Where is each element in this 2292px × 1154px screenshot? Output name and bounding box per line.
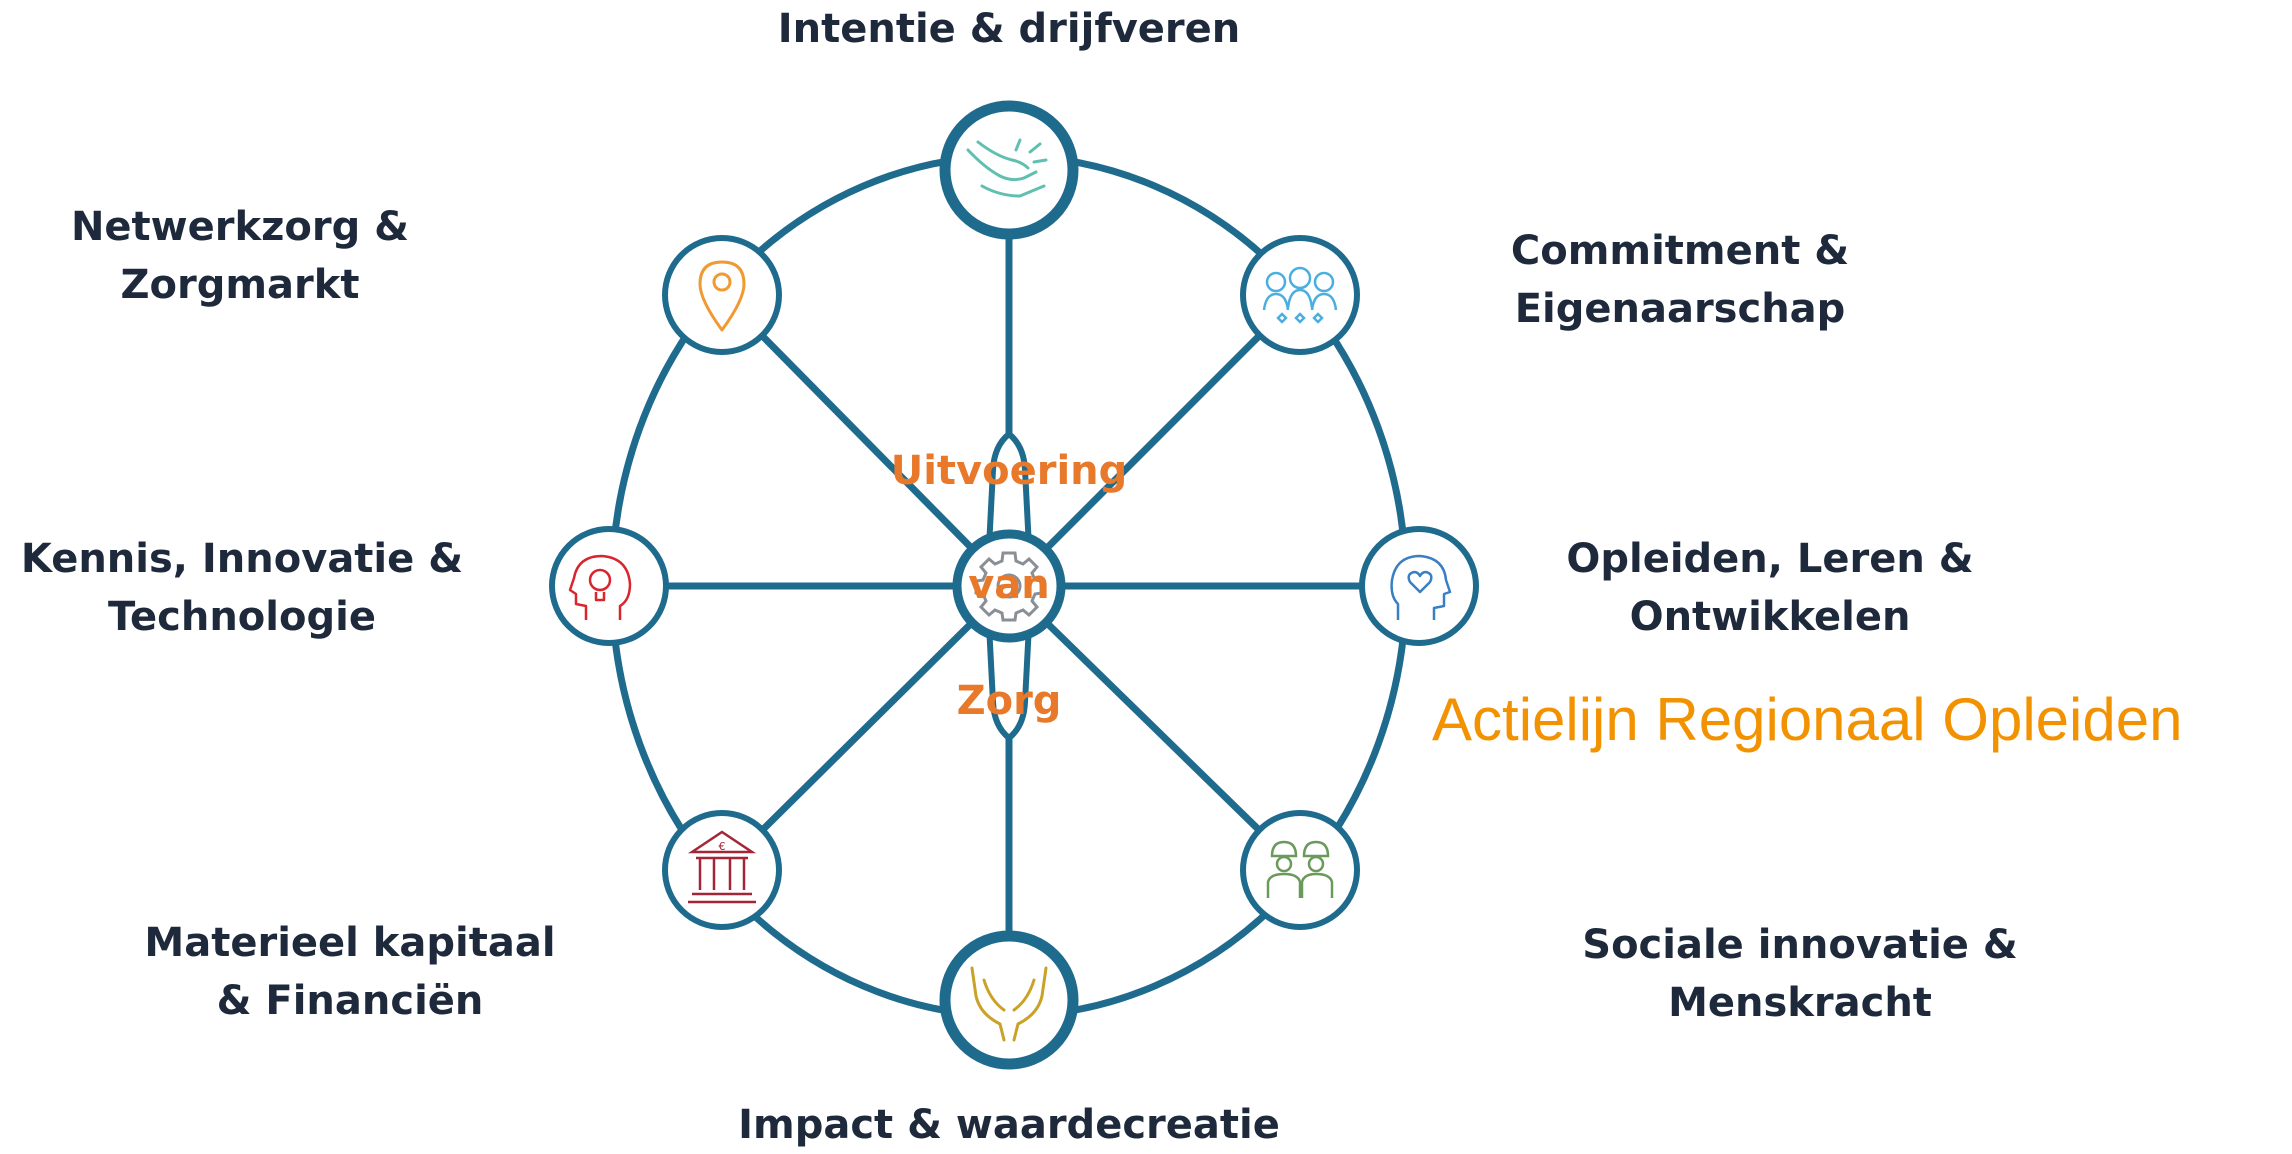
label-commitment-line1: Commitment & xyxy=(1510,228,1850,274)
head-heart-icon xyxy=(1390,554,1452,620)
center-label-line3: Zorg xyxy=(956,678,1062,724)
label-opleiden: Opleiden, Leren & Ontwikkelen xyxy=(1490,530,2050,646)
label-netwerkzorg-line1: Netwerkzorg & xyxy=(70,204,410,250)
label-commitment-line2: Eigenaarschap xyxy=(1514,286,1846,332)
label-intentie-line1: Intentie & drijfveren xyxy=(777,6,1241,52)
hand-icon xyxy=(966,138,1048,198)
label-kennis-line1: Kennis, Innovatie & xyxy=(20,536,464,582)
label-intentie: Intentie & drijfveren xyxy=(700,0,1318,58)
label-kennis-line2: Technologie xyxy=(108,594,376,640)
label-sociale-line1: Sociale innovatie & xyxy=(1582,922,2018,968)
label-netwerkzorg-line2: Zorgmarkt xyxy=(120,262,360,308)
node-left xyxy=(549,526,669,646)
node-bottom-right xyxy=(1240,810,1360,930)
label-commitment: Commitment & Eigenaarschap xyxy=(1380,222,1980,338)
label-kennis: Kennis, Innovatie & Technologie xyxy=(0,530,484,646)
node-top xyxy=(939,100,1079,240)
svg-text:€: € xyxy=(719,840,726,853)
cupped-hands-icon xyxy=(970,966,1048,1042)
center-label-line2: van xyxy=(968,562,1050,608)
node-top-left xyxy=(662,235,782,355)
node-right xyxy=(1359,526,1479,646)
center-label-line1: Uitvoering xyxy=(890,448,1128,494)
workers-helmet-icon xyxy=(1266,840,1334,898)
bank-icon: € xyxy=(687,830,757,904)
label-materieel-line1: Materieel kapitaal xyxy=(144,920,556,966)
group-heart-icon xyxy=(1262,266,1338,324)
node-top-right xyxy=(1240,235,1360,355)
label-materieel: Materieel kapitaal & Financiën xyxy=(90,914,610,1030)
label-opleiden-line1: Opleiden, Leren & xyxy=(1566,536,1974,582)
head-lightbulb-icon xyxy=(568,554,632,620)
label-materieel-line2: & Financiën xyxy=(216,978,484,1024)
label-impact: Impact & waardecreatie xyxy=(680,1096,1338,1154)
actielijn-highlight: Actielijn Regionaal Opleiden xyxy=(1432,686,2183,753)
gear-icon xyxy=(974,551,1044,622)
label-netwerkzorg: Netwerkzorg & Zorgmarkt xyxy=(30,198,450,314)
hub-node xyxy=(952,529,1066,643)
label-sociale-innovatie: Sociale innovatie & Menskracht xyxy=(1500,916,2100,1032)
label-opleiden-line2: Ontwikkelen xyxy=(1629,594,1911,640)
location-pin-icon xyxy=(698,260,746,332)
label-impact-line1: Impact & waardecreatie xyxy=(738,1102,1280,1148)
node-bottom-left: € xyxy=(662,810,782,930)
label-sociale-line2: Menskracht xyxy=(1668,980,1932,1026)
node-bottom xyxy=(939,930,1079,1070)
